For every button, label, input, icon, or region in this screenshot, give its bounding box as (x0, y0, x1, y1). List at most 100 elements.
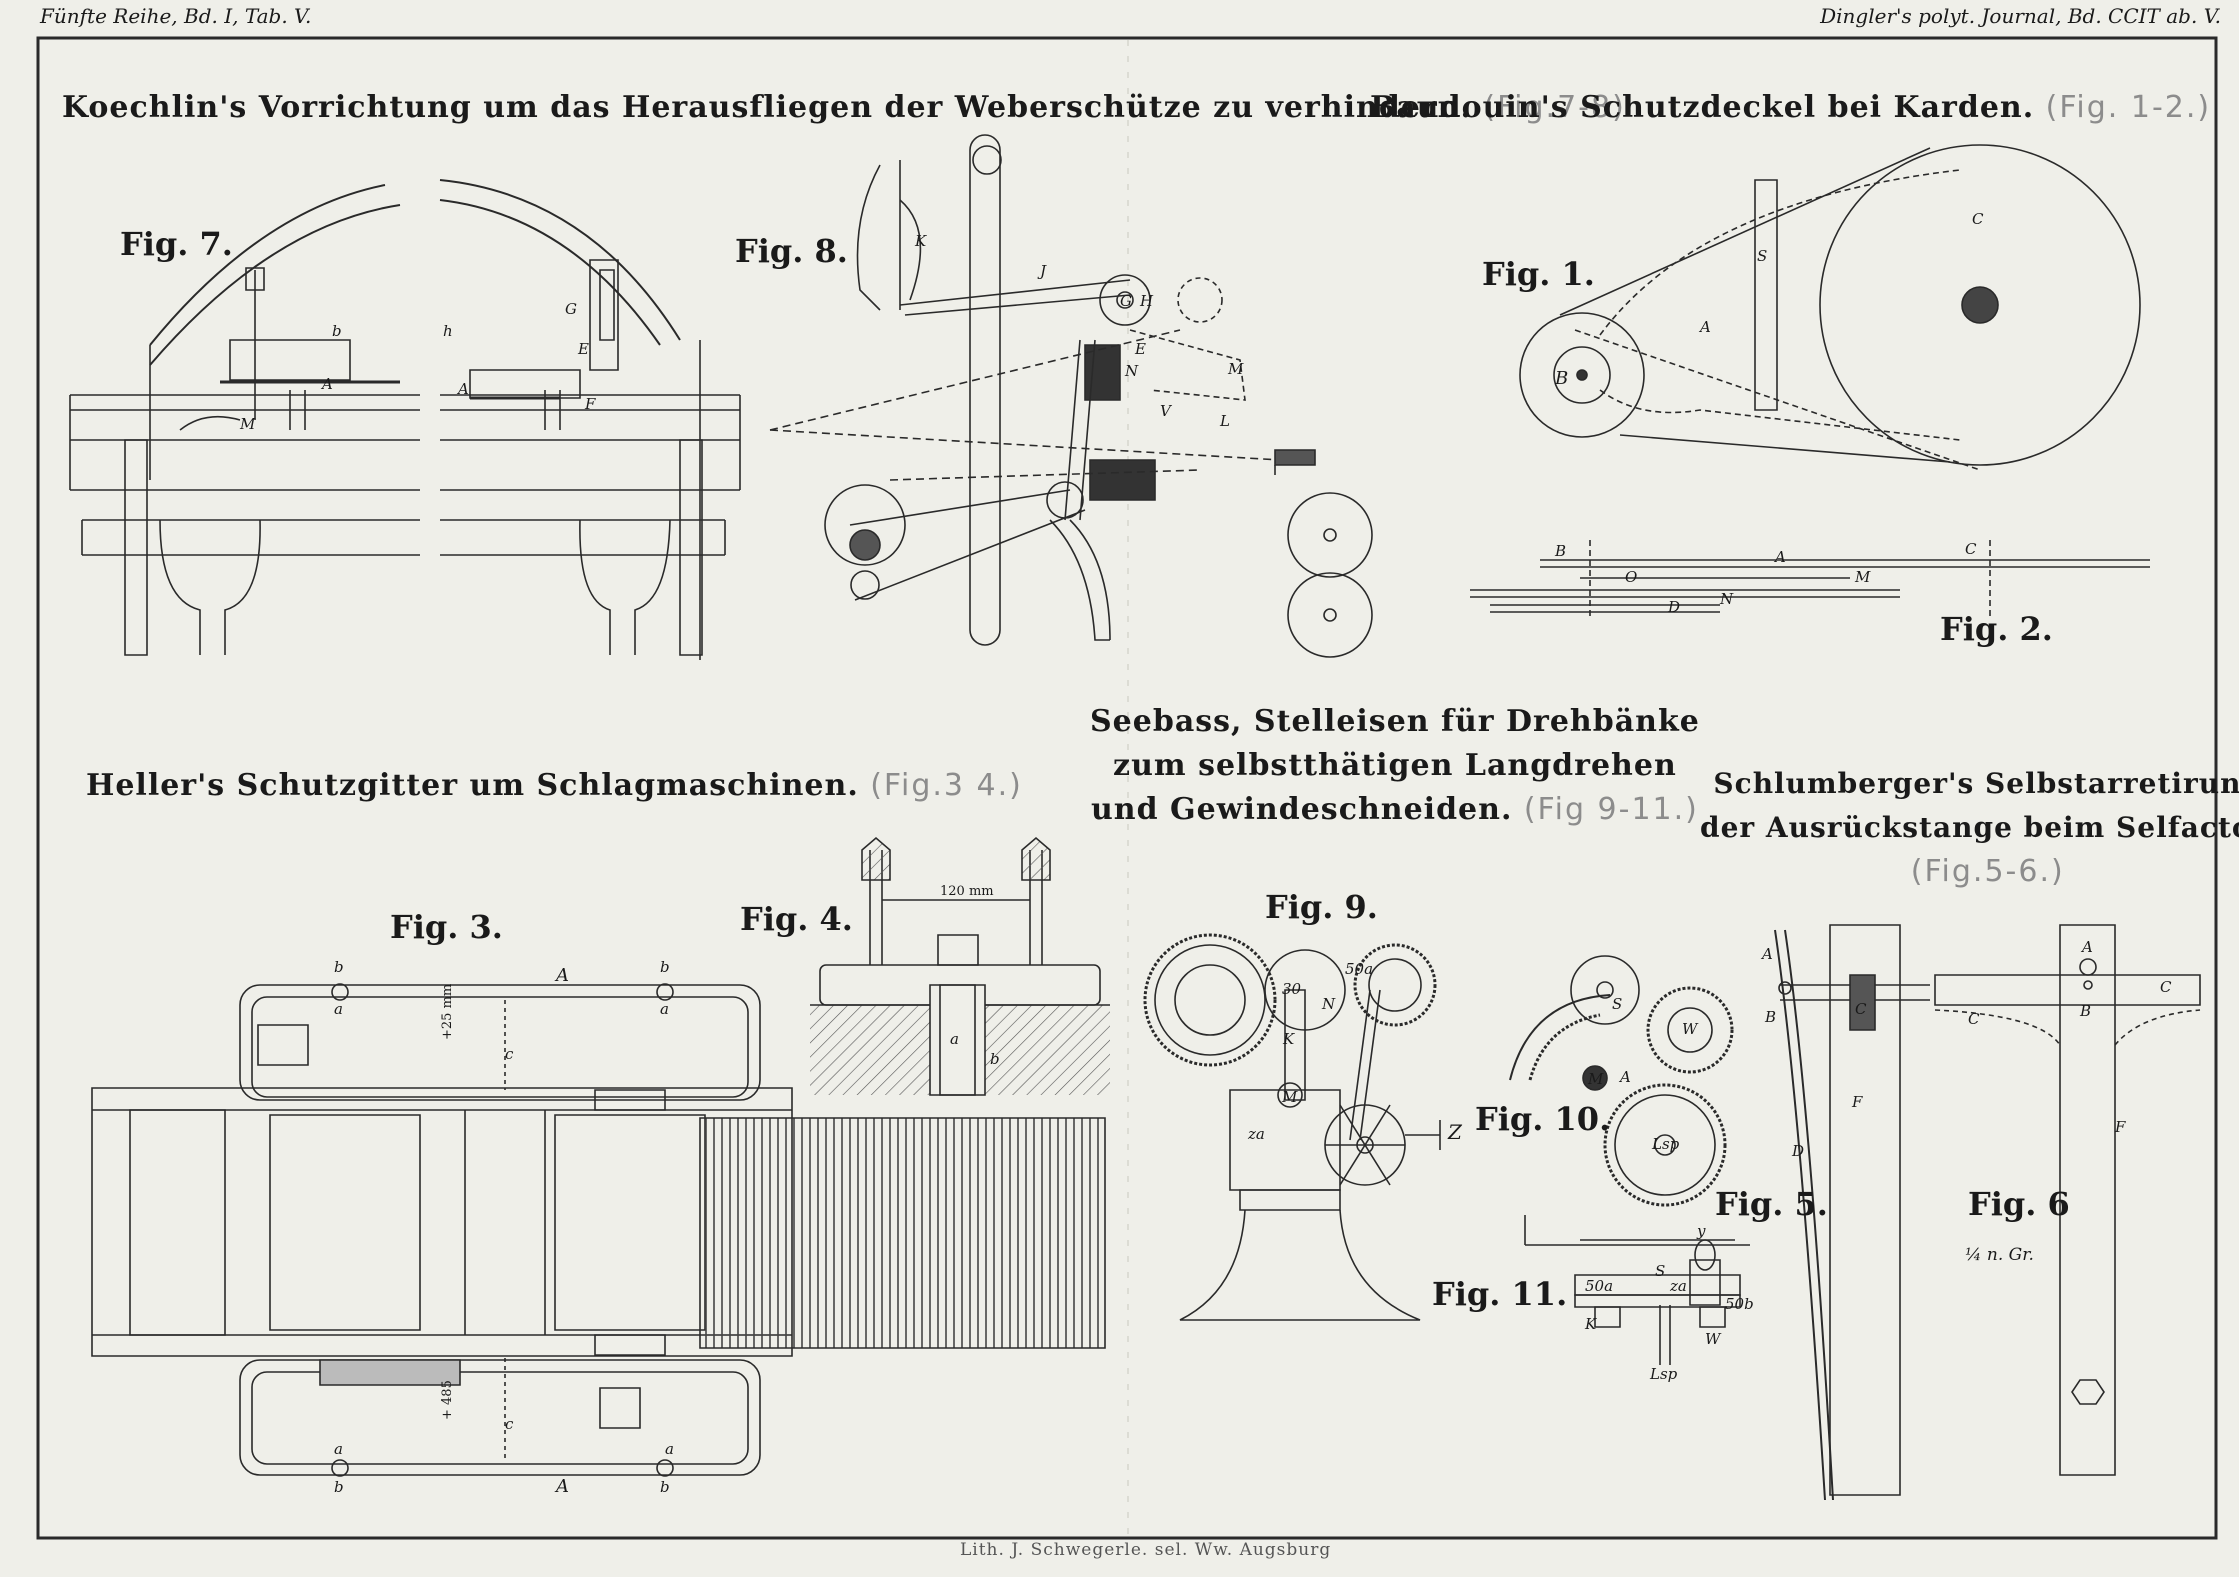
fig7-label-m: M (240, 415, 256, 433)
fig3-drawing (92, 984, 1105, 1476)
fig9-label-50a: 50a (1345, 960, 1374, 978)
fig8-drawing (770, 135, 1372, 657)
fig6-label-f: F (2115, 1118, 2126, 1136)
fig1-label-s: S (1757, 247, 1768, 265)
title-koechlin-ref: (Fig.7-8) (1483, 90, 1626, 125)
fig1-caption: Fig. 1. (1482, 255, 1595, 293)
title-seebass-line3-text: und Gewindeschneiden. (1090, 792, 1513, 827)
fig1-drawing (1520, 145, 2140, 470)
fig3-label-b-tr: b (660, 958, 670, 976)
fig3-label-a-top: A (556, 965, 569, 986)
fig3-grating (700, 1118, 1105, 1348)
fig7-label-a-right: A (458, 380, 469, 398)
fig5-label-d: D (1792, 1142, 1805, 1160)
fig2-label-o: O (1625, 568, 1638, 586)
title-seebass-line2: zum selbstthätigen Langdrehen (1113, 748, 1677, 783)
fig1-label-a: A (1700, 318, 1711, 336)
fig5-label-b: B (1765, 1008, 1777, 1026)
fig2-caption: Fig. 2. (1940, 610, 2053, 648)
fig6-label-a: A (2082, 938, 2093, 956)
header-left: Fünfte Reihe, Bd. I, Tab. V. (40, 4, 312, 28)
fig10-drawing (1510, 956, 1732, 1205)
title-baudouin: Baudouin's Schutzdeckel bei Karden. (Fig… (1370, 90, 2211, 125)
title-schlumberger-line2: der Ausrückstange beim Selfactor. (1700, 811, 2239, 844)
fig9-label-m: M (1282, 1088, 1298, 1106)
title-heller-text: Heller's Schutzgitter um Schlagmaschinen… (86, 768, 859, 803)
fig2-label-c: C (1965, 540, 1977, 558)
fig9-label-za: za (1248, 1125, 1265, 1143)
fig3-label-c-bottom: c (505, 1415, 514, 1433)
fig7-caption: Fig. 7. (120, 225, 233, 263)
fig3-label-b-br: b (660, 1478, 670, 1496)
fig7-label-g: G (565, 300, 577, 318)
fig2-label-d: D (1668, 598, 1681, 616)
fig5-label-c: C (1855, 1000, 1867, 1018)
fig3-label-a-bottom: A (556, 1476, 569, 1497)
fig11-label-w: W (1705, 1330, 1721, 1348)
fig7-label-h: h (443, 322, 453, 340)
fig9-caption: Fig. 9. (1265, 888, 1378, 926)
fig8-label-n: N (1125, 362, 1139, 380)
title-heller: Heller's Schutzgitter um Schlagmaschinen… (86, 768, 1023, 803)
fig3-dim-bottom: + 485 (440, 1380, 455, 1420)
fig5-drawing (1775, 925, 1930, 1500)
fig3-label-a-br: a (665, 1440, 674, 1458)
fig10-label-s: S (1612, 995, 1623, 1013)
fig2-label-n: N (1720, 590, 1734, 608)
fig5-label-a: A (1762, 945, 1773, 963)
fig6-label-c-right: C (2160, 978, 2172, 996)
fig6-scale: ¼ n. Gr. (1965, 1245, 2034, 1265)
fig11-label-50a: 50a (1585, 1277, 1614, 1295)
fig9-label-n: N (1322, 995, 1336, 1013)
lithographer-imprint: Lith. J. Schwegerle. sel. Ww. Augsburg (960, 1540, 1332, 1560)
fig11-label-k: K (1585, 1315, 1597, 1333)
title-koechlin-text: Koechlin's Vorrichtung um das Herausflie… (62, 90, 1472, 125)
fig2-label-m: M (1855, 568, 1871, 586)
title-koechlin: Koechlin's Vorrichtung um das Herausflie… (62, 90, 1626, 125)
fig4-dim: 120 mm (940, 884, 994, 899)
fig4-caption: Fig. 4. (740, 900, 853, 938)
fig8-label-m: M (1228, 360, 1244, 378)
fig11-caption: Fig. 11. (1432, 1275, 1568, 1313)
fig10-caption: Fig. 10. (1475, 1100, 1611, 1138)
title-schlumberger-ref: (Fig.5-6.) (1910, 854, 2065, 889)
plate-border (38, 38, 2216, 1538)
fig3-label-b-bl: b (334, 1478, 344, 1496)
fig7-label-e: E (578, 340, 589, 358)
fig10-label-w: W (1682, 1020, 1698, 1038)
fig7-label-b: b (332, 322, 342, 340)
title-seebass-line3: und Gewindeschneiden. (Fig 9-11.) (1090, 788, 1700, 832)
fig3-label-a-tl: a (334, 1000, 343, 1018)
fig9-label-30: 30 (1282, 980, 1302, 998)
fig11-label-lsp: Lsp (1650, 1365, 1678, 1383)
fig4-label-b: b (990, 1050, 1000, 1068)
fig3-label-a-bl: a (334, 1440, 343, 1458)
fig2-drawing (1470, 540, 2150, 620)
title-baudouin-ref: (Fig. 1-2.) (2045, 90, 2212, 125)
fig1-label-b: B (1555, 368, 1569, 389)
fig8-label-v: V (1160, 402, 1171, 420)
fig3-label-c-top: c (505, 1045, 514, 1063)
title-seebass: Seebass, Stelleisen für Drehbänke zum se… (1090, 700, 1700, 832)
fig8-label-j: J (1040, 262, 1047, 280)
fig7-label-a-left: A (322, 375, 333, 393)
fig2-label-b: B (1555, 542, 1567, 560)
fig9-drawing (1145, 935, 1440, 1320)
fig7-drawing (70, 180, 740, 660)
title-schlumberger-line1: Schlumberger's Selbstarretirung (1713, 767, 2239, 800)
fig2-label-a: A (1775, 548, 1786, 566)
fig8-caption: Fig. 8. (735, 232, 848, 270)
fig9-label-z: Z (1448, 1120, 1462, 1144)
title-seebass-line1: Seebass, Stelleisen für Drehbänke (1090, 704, 1700, 739)
fig1-label-c: C (1972, 210, 1984, 228)
fig4-label-a: a (950, 1030, 959, 1048)
fig3-label-b-tl: b (334, 958, 344, 976)
fig11-label-za: za (1670, 1277, 1687, 1295)
fig8-label-h: H (1140, 292, 1154, 310)
fig6-caption: Fig. 6 (1968, 1185, 2070, 1223)
fig9-label-k: K (1283, 1030, 1295, 1048)
fig7-label-f: F (585, 395, 596, 413)
fig3-caption: Fig. 3. (390, 908, 503, 946)
fig6-label-c-left: C (1968, 1010, 1980, 1028)
